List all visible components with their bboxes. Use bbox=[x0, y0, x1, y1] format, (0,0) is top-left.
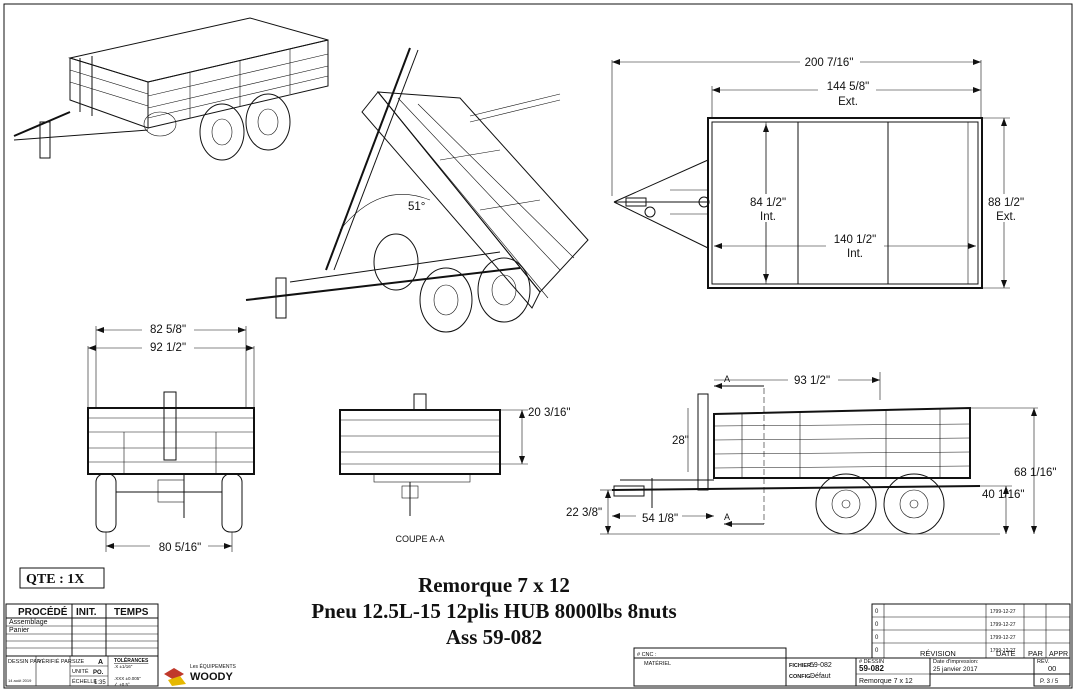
section-label: COUPE A-A bbox=[395, 534, 444, 544]
description-value: Remorque 7 x 12 bbox=[859, 678, 913, 685]
num-dessin-value: 59-082 bbox=[859, 664, 884, 673]
tolerances-label: TOLÉRANCES bbox=[114, 656, 149, 664]
qte-label: QTE : 1X bbox=[26, 572, 84, 587]
section-mark-top: A bbox=[724, 374, 730, 384]
iso-view-trailer bbox=[13, 17, 329, 161]
rear-width-a-dim: 82 5/8" bbox=[150, 324, 186, 336]
unite-label: UNITÉ bbox=[72, 668, 89, 675]
int-length-dim: 140 1/2" bbox=[834, 234, 876, 246]
title-line-1: Remorque 7 x 12 bbox=[418, 573, 570, 597]
ext-width-label: Ext. bbox=[996, 211, 1016, 223]
rev-row-1-date: 1799-12-27 bbox=[990, 609, 1016, 615]
iso-view-tilted: 51° bbox=[245, 47, 589, 333]
total-height-dim: 68 1/16" bbox=[1014, 467, 1056, 479]
woody-logo: Les ÉQUIPEMENTS WOODY bbox=[164, 663, 237, 686]
appr-header: APPR bbox=[1049, 651, 1068, 658]
wheelbase-dim: 93 1/2" bbox=[794, 375, 830, 387]
size-label: SIZE bbox=[72, 659, 85, 665]
date-impression-label: Date d'impression: bbox=[933, 659, 979, 665]
top-view: 200 7/16" 144 5/8" Ext. 84 1/2" Int. bbox=[611, 55, 1028, 289]
track-width-dim: 80 5/16" bbox=[159, 542, 201, 554]
qte-box bbox=[19, 567, 105, 589]
rev-row-4-date: 1799-12-27 bbox=[990, 648, 1016, 654]
int-width-dim: 84 1/2" bbox=[750, 197, 786, 209]
ext-width-dim: 88 1/2" bbox=[988, 197, 1024, 209]
revision-table: 0 1799-12-27 0 1799-12-27 0 1799-12-27 0… bbox=[871, 603, 1071, 659]
section-mark-bottom: A bbox=[724, 512, 730, 522]
temps-header: TEMPS bbox=[114, 607, 149, 618]
echelle-value: 1:35 bbox=[94, 680, 106, 686]
dessin-par-label: DESSIN PAR bbox=[8, 659, 41, 665]
drawing-date: 14 août 2019 bbox=[8, 678, 32, 683]
rear-width-b-dim: 92 1/2" bbox=[150, 342, 186, 354]
title-line-2: Pneu 12.5L-15 12plis HUB 8000lbs 8nuts bbox=[311, 599, 676, 623]
rear-view: 82 5/8" 92 1/2" 80 5/16" bbox=[87, 322, 255, 554]
tilt-angle-label: 51° bbox=[408, 201, 425, 213]
revision-header: RÉVISION bbox=[920, 649, 956, 658]
tongue-length-dim: 54 1/8" bbox=[642, 513, 678, 525]
title-line-3: Ass 59-082 bbox=[446, 625, 542, 649]
rev-label: RÉV. bbox=[1037, 658, 1050, 665]
hitch-height-dim: 22 3/8" bbox=[566, 507, 602, 519]
rev-row-2-date: 1799-12-27 bbox=[990, 622, 1016, 628]
logo-brand: WOODY bbox=[190, 671, 233, 683]
deck-height-dim: 40 1/16" bbox=[982, 489, 1024, 501]
fichier-label: FICHIER : bbox=[789, 663, 815, 669]
tolerance-1: .X ±1/16" bbox=[114, 664, 133, 669]
verifie-par-label: VÉRIFIÉ PAR bbox=[38, 658, 72, 665]
title-block-footer: DESSIN PAR VÉRIFIÉ PAR 14 août 2019 SIZE… bbox=[5, 647, 1071, 687]
config-value: Défaut bbox=[810, 673, 831, 680]
tolerance-4: ∠ ±0.5° bbox=[114, 682, 130, 687]
rev-row-2-num: 0 bbox=[875, 622, 879, 628]
fichier-value: 59-082 bbox=[810, 662, 832, 669]
tolerance-3: .XXX ±0.005" bbox=[114, 676, 141, 681]
overall-length-dim: 200 7/16" bbox=[805, 57, 854, 69]
materiel-label: MATÉRIEL bbox=[644, 660, 671, 667]
cnc-label: # CNC : bbox=[637, 652, 657, 658]
section-view: 20 3/16" COUPE A-A bbox=[339, 393, 570, 544]
int-length-label: Int. bbox=[847, 248, 863, 260]
side-height-dim: 20 3/16" bbox=[528, 407, 570, 419]
box-ext-label: Ext. bbox=[838, 96, 858, 108]
par-header: PAR bbox=[1028, 649, 1043, 658]
page-value: P. 3 / 5 bbox=[1040, 679, 1059, 685]
logo-brand-small: Les ÉQUIPEMENTS bbox=[190, 663, 237, 670]
rev-row-4-num: 0 bbox=[875, 648, 879, 654]
side-view: 93 1/2" A A 28" bbox=[566, 372, 1056, 535]
box-ext-length-dim: 144 5/8" bbox=[827, 81, 869, 93]
rev-row-3-num: 0 bbox=[875, 635, 879, 641]
process-table: PROCÉDÉ INIT. TEMPS Assemblage Panier bbox=[5, 603, 159, 657]
init-header: INIT. bbox=[76, 607, 97, 618]
num-dessin-label: # DESSIN bbox=[859, 659, 884, 665]
rev-row-3-date: 1799-12-27 bbox=[990, 635, 1016, 641]
date-header: DATE bbox=[996, 649, 1015, 658]
sheet-border bbox=[3, 3, 1073, 689]
date-impression-value: 25 janvier 2017 bbox=[933, 666, 978, 673]
rev-value: 00 bbox=[1048, 664, 1056, 673]
process-row-2: Panier bbox=[9, 627, 30, 634]
process-header: PROCÉDÉ bbox=[18, 605, 68, 618]
size-value: A bbox=[98, 659, 103, 666]
jack-height-dim: 28" bbox=[672, 435, 689, 447]
config-label: CONFIG : bbox=[789, 674, 814, 680]
echelle-label: ÉCHELLE bbox=[72, 678, 97, 685]
process-row-1: Assemblage bbox=[9, 619, 48, 626]
unite-value: PO. bbox=[93, 670, 104, 676]
rev-row-1-num: 0 bbox=[875, 609, 879, 615]
int-width-label: Int. bbox=[760, 211, 776, 223]
